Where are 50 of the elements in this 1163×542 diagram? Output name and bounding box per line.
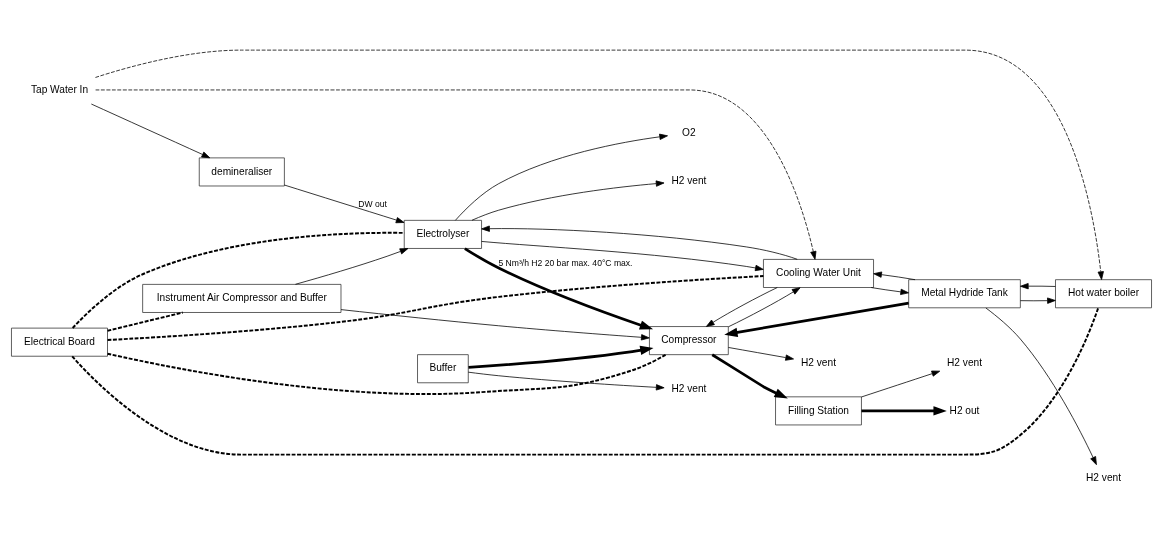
arrow — [1020, 282, 1056, 289]
node-text: H2 out — [949, 404, 980, 416]
node-text: H2 vent — [947, 356, 982, 368]
arrow — [340, 308, 650, 340]
arrow — [1020, 297, 1056, 304]
arrow — [295, 247, 409, 285]
arrow — [467, 371, 665, 390]
arrow — [985, 307, 1097, 465]
connector — [106, 311, 184, 332]
node-box: Instrument Air Compressor and Buffer — [142, 283, 342, 313]
node-text: H2 vent — [671, 174, 707, 186]
arrow — [95, 89, 817, 260]
arrow — [471, 180, 665, 221]
arrow — [870, 286, 909, 295]
node-box: Buffer — [417, 353, 469, 383]
arrow — [455, 133, 668, 221]
arrow — [724, 301, 909, 337]
node-box: Compressor — [649, 325, 729, 355]
arrow — [728, 346, 794, 361]
node-box: Cooling Water Unit — [763, 258, 874, 288]
node-text: H2 vent — [1086, 471, 1121, 483]
arrow — [284, 184, 405, 223]
arrow — [481, 240, 764, 271]
arrow — [861, 405, 947, 416]
connector — [71, 231, 406, 329]
node-box: Electrical Board — [11, 327, 108, 357]
arrow — [468, 345, 654, 369]
arrow — [90, 103, 211, 158]
node-box: Filling Station — [775, 395, 862, 425]
arrow — [861, 370, 941, 397]
arrow — [481, 225, 798, 260]
edge-label: 5 Nm³/h H2 20 bar max. 40°C max. — [498, 256, 633, 267]
node-box: Metal Hydride Tank — [908, 278, 1021, 308]
arrow — [464, 246, 654, 329]
edge-label: DW out — [358, 198, 387, 209]
node-box: Electrolyser — [403, 219, 482, 249]
arrow — [711, 353, 788, 398]
arrow — [728, 286, 801, 327]
node-text: Tap Water In — [30, 83, 89, 95]
node-text: H2 vent — [801, 356, 836, 368]
arrow — [873, 271, 916, 280]
node-text: O2 — [682, 126, 696, 138]
arrow — [706, 286, 778, 327]
node-text: H2 vent — [671, 382, 707, 394]
connector — [106, 352, 667, 395]
connector — [106, 274, 765, 341]
node-box: demineraliser — [198, 157, 285, 186]
connector — [71, 306, 1100, 456]
arrow — [95, 49, 1104, 280]
node-box: Hot water boiler — [1055, 278, 1152, 308]
